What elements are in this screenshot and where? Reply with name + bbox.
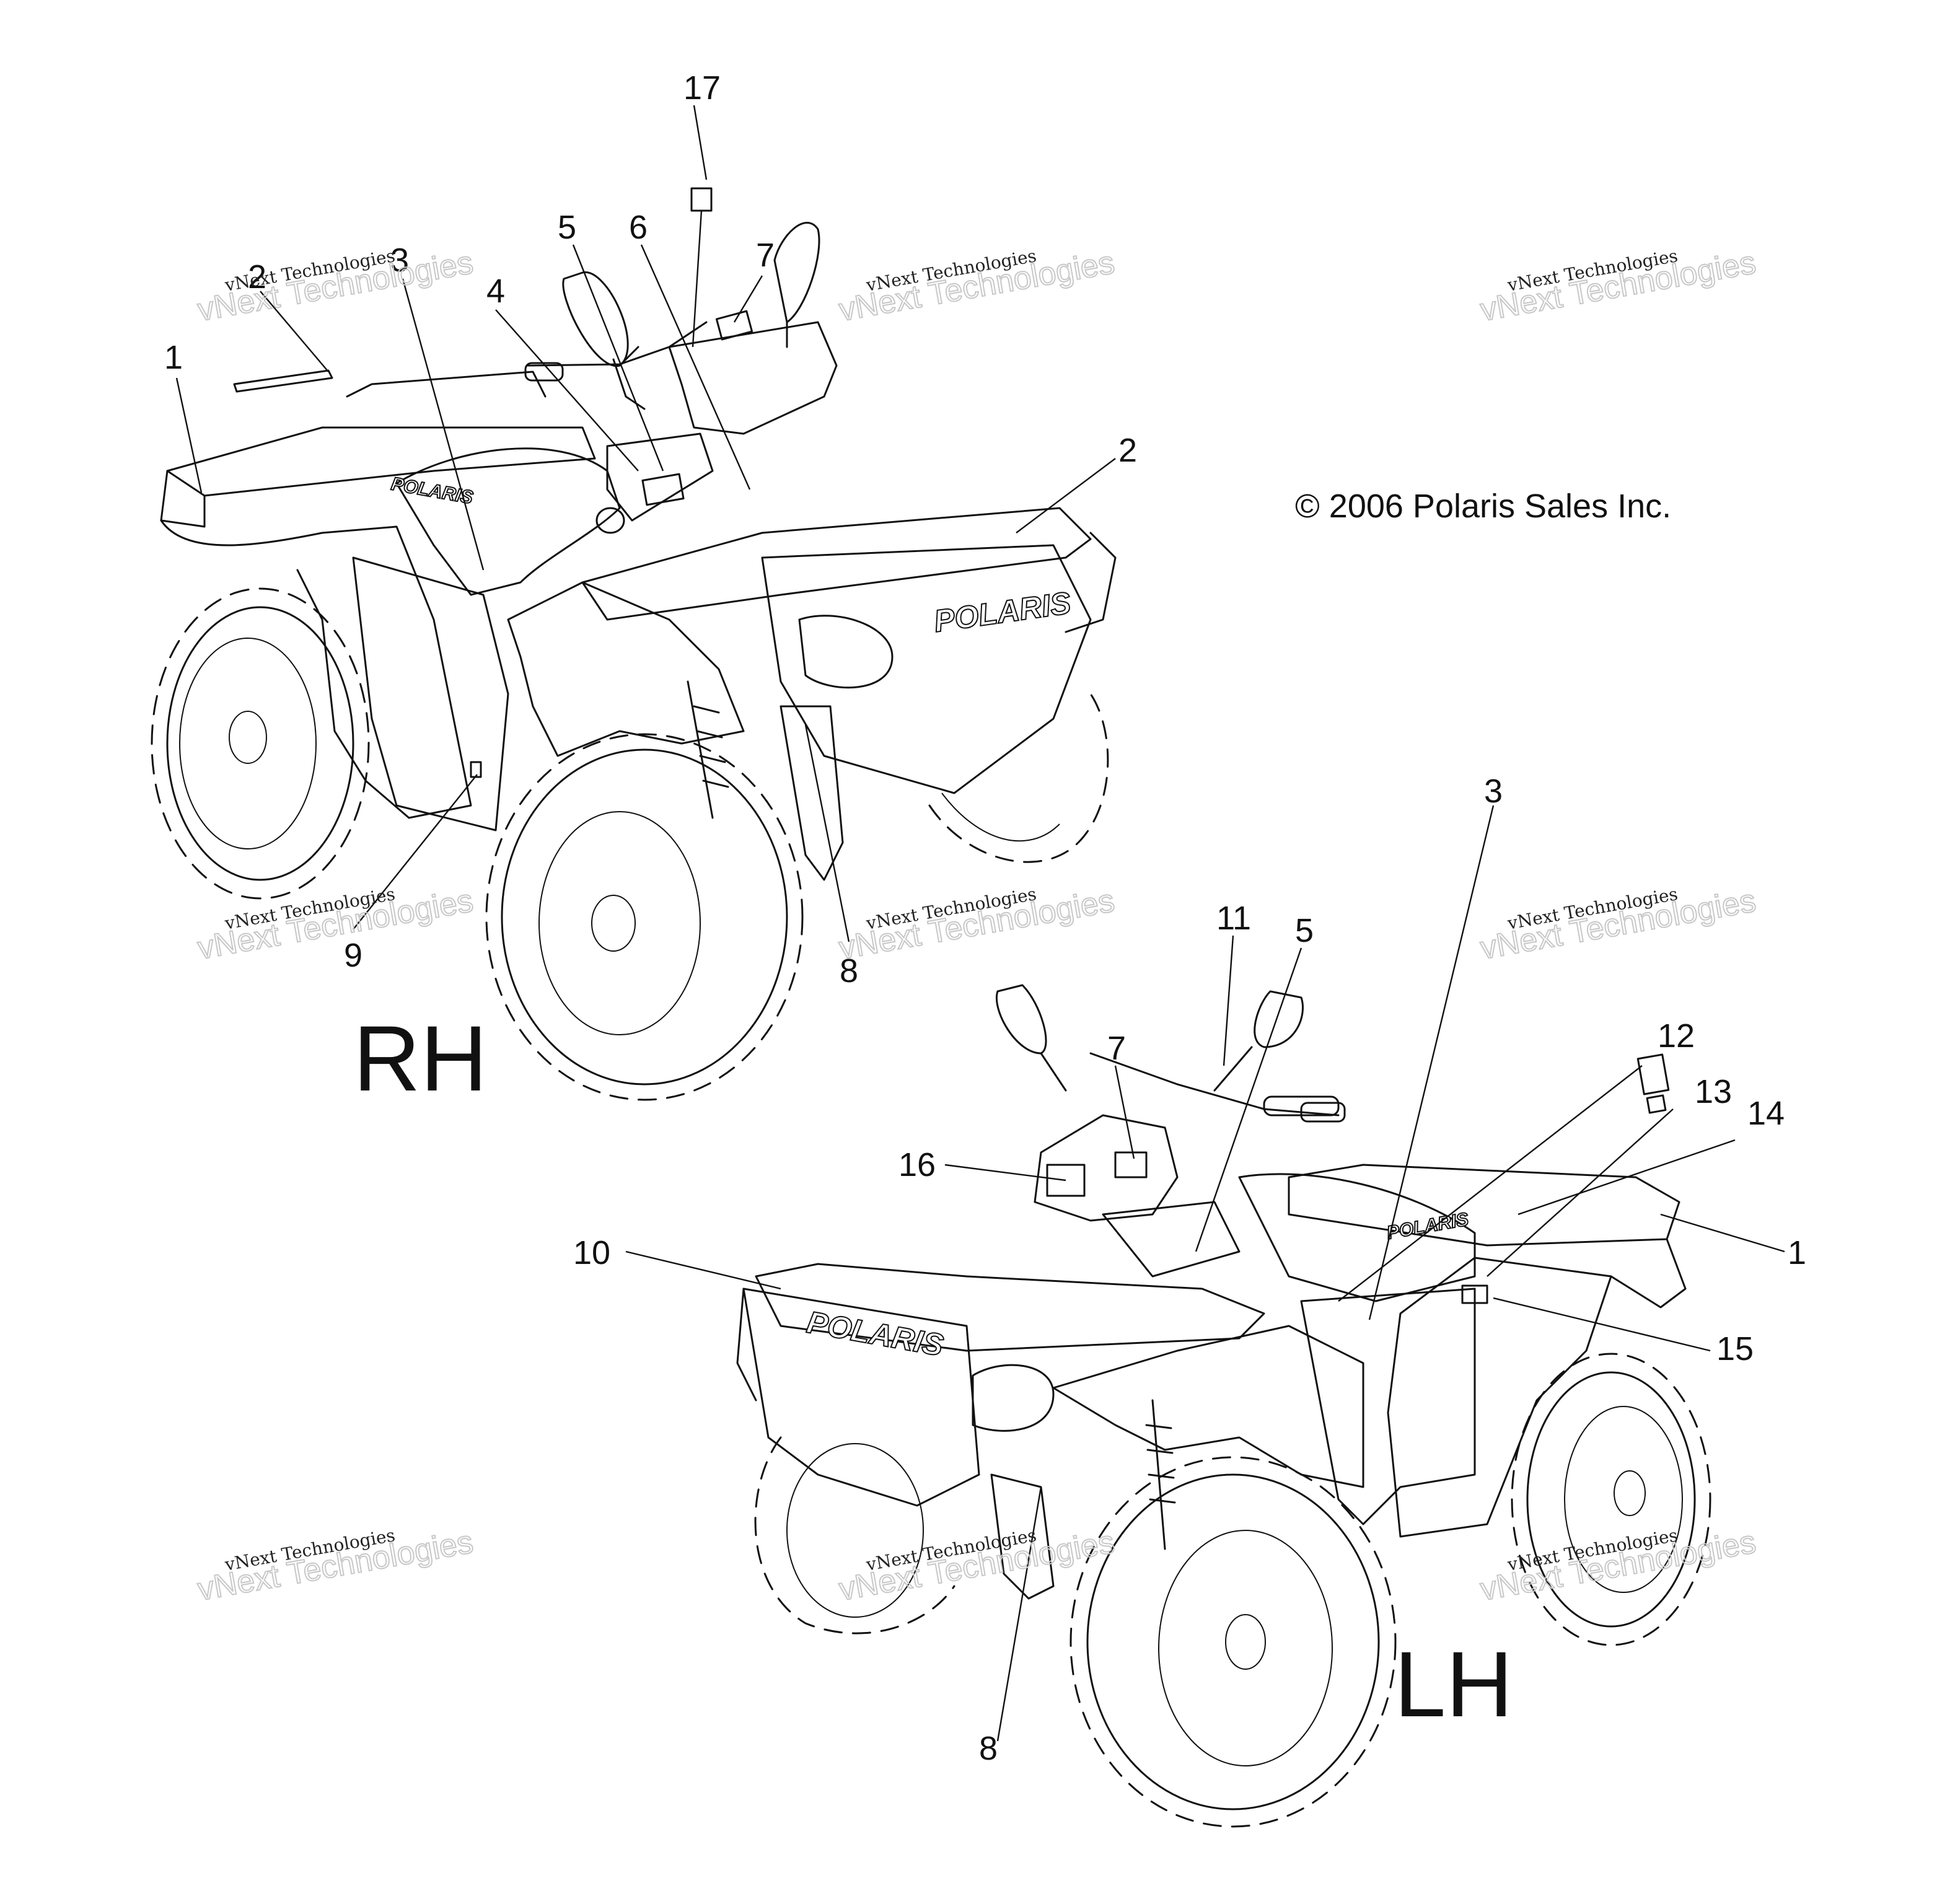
rh-leader-lines (175, 105, 1116, 942)
lh-front-wheel-far (754, 1436, 955, 1634)
lh-front-fender (1052, 1325, 1364, 1488)
watermark: vNext Technologies vNext Technologies (836, 1524, 1118, 1608)
watermark: vNext Technologies vNext Technologies (1477, 882, 1759, 967)
rh-decal-7 (715, 310, 753, 341)
rh-rear-rack (166, 426, 596, 497)
lh-front-rack (755, 1263, 1265, 1352)
watermark: vNext Technologies vNext Technologies (836, 882, 1118, 967)
watermark: vNext Technologies vNext Technologies (195, 1524, 477, 1608)
rh-callout-1: 1 (164, 339, 183, 376)
rh-front-wheel-far (928, 693, 1109, 863)
watermark: vNext Technologies vNext Technologies (836, 244, 1118, 329)
lh-headlight-pod (1034, 1114, 1179, 1222)
rh-front-wheel (485, 733, 804, 1101)
lh-callouts: 3 11 5 7 16 10 12 13 14 1 15 8 (573, 773, 1806, 1767)
lh-callout-12: 12 (1658, 1017, 1695, 1055)
lh-mirror-left (996, 984, 1047, 1055)
lh-side-panel (1300, 1288, 1476, 1525)
lh-leader-lines (625, 805, 1785, 1742)
lh-rear-fender (1387, 1257, 1612, 1538)
rh-callout-8: 8 (840, 952, 858, 989)
watermark: vNext Technologies vNext Technologies (1477, 244, 1759, 329)
rh-callout-7: 7 (756, 237, 775, 274)
lh-callout-8: 8 (979, 1730, 998, 1767)
lh-front-bumper (742, 1288, 980, 1507)
copyright-text: © 2006 Polaris Sales Inc. (1295, 488, 1671, 525)
watermark: vNext Technologies vNext Technologies (195, 244, 477, 329)
rh-front-fender (507, 581, 745, 757)
lh-seat-tank (1238, 1173, 1476, 1302)
rh-callout-9: 9 (344, 937, 362, 974)
lh-rear-wheel (1511, 1353, 1711, 1646)
lh-callout-13: 13 (1695, 1073, 1732, 1110)
rh-mirror-right (773, 222, 820, 323)
lh-tank-logo: POLARIS (1385, 1209, 1470, 1244)
rh-console (606, 432, 714, 522)
lh-shock (1145, 1399, 1176, 1550)
rh-front-bumper (761, 544, 1092, 794)
lh-front-wheel (1070, 1456, 1397, 1828)
rh-rear-fender (160, 519, 472, 819)
lh-headlight (972, 1364, 1055, 1432)
rh-callout-3: 3 (390, 242, 409, 279)
lh-callout-14: 14 (1747, 1095, 1785, 1132)
rh-side-panel (352, 556, 509, 831)
rh-callout-17: 17 (683, 69, 721, 107)
watermark: vNext Technologies vNext Technologies (195, 882, 477, 967)
rh-atv-drawing: POLARIS POLARIS (151, 222, 1117, 1101)
lh-decal-16 (1046, 1164, 1086, 1197)
rh-front-rack (581, 507, 1092, 621)
rh-mirror-left (562, 271, 629, 367)
rh-callout-2-front: 2 (1118, 432, 1137, 469)
lh-mirror-right (1254, 990, 1304, 1048)
rh-callout-4: 4 (486, 273, 505, 310)
lh-console (1102, 1201, 1241, 1278)
rh-callout-6: 6 (629, 209, 648, 246)
rh-headlight-pod (668, 321, 838, 435)
lh-decal-7 (1114, 1151, 1148, 1178)
lh-callout-16: 16 (898, 1146, 936, 1183)
rh-callout-5: 5 (558, 209, 576, 246)
watermark: vNext Technologies vNext Technologies (1477, 1524, 1759, 1608)
rh-headlight (798, 615, 894, 689)
lh-atv-drawing: POLARIS POLARIS (736, 984, 1711, 1828)
watermarks: vNext Technologies vNext Technologies vN… (195, 244, 1759, 1608)
rh-view-title: RH (353, 1006, 488, 1110)
rh-callouts: 17 5 6 7 2 3 4 1 2 9 8 (164, 69, 1137, 989)
rh-callout-2-rear: 2 (248, 258, 266, 296)
rh-rear-wheel (151, 587, 370, 900)
lh-callout-7: 7 (1107, 1030, 1126, 1067)
lh-callout-11: 11 (1216, 900, 1251, 937)
lh-front-logo: POLARIS (804, 1305, 946, 1363)
rh-front-logo: POLARIS (932, 586, 1073, 639)
lh-rear-rack (1288, 1164, 1680, 1247)
lh-callout-10: 10 (573, 1234, 610, 1271)
lh-callout-1: 1 (1788, 1234, 1806, 1271)
rh-handlebar (525, 321, 708, 367)
lh-callout-15: 15 (1716, 1330, 1754, 1367)
lh-callout-3: 3 (1484, 773, 1503, 810)
rh-shock (687, 680, 729, 819)
rh-decal-9-area (470, 761, 482, 778)
lh-callout-5: 5 (1295, 912, 1314, 949)
rh-decal-2-rear (233, 369, 333, 393)
lh-view-title: LH (1394, 1632, 1513, 1736)
